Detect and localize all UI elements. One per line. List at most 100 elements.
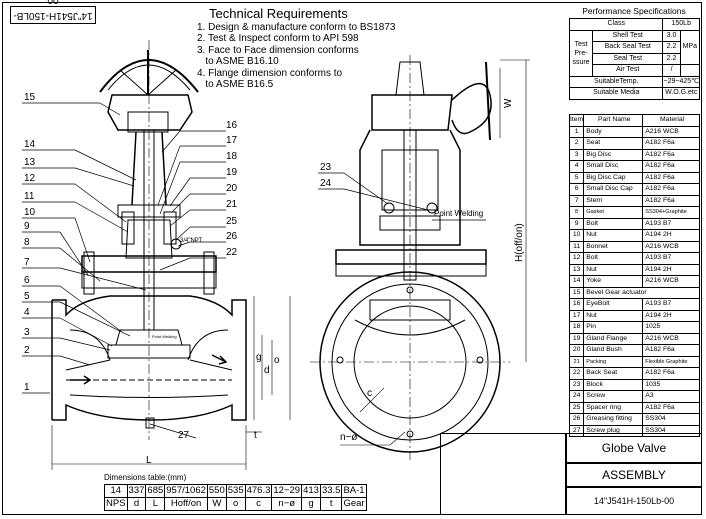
material: SS304 bbox=[642, 413, 700, 426]
bonnet bbox=[125, 219, 173, 259]
callout-14: 14 bbox=[24, 139, 36, 150]
performance-table: Class 150Lb Test Pre- ssure Shell Test 3… bbox=[568, 18, 701, 100]
requirement-line: 4. Flange dimension conforms to bbox=[197, 67, 343, 79]
item-number: 12 bbox=[568, 252, 585, 265]
item-number: 25 bbox=[568, 401, 585, 414]
dimension-value: 337 bbox=[126, 484, 147, 498]
material: A182 F6a bbox=[642, 160, 700, 173]
callout-21: 21 bbox=[226, 199, 238, 210]
item-number: 7 bbox=[568, 194, 585, 207]
part-name: EyeBolt bbox=[583, 298, 644, 311]
material: SS304+Graphite bbox=[642, 206, 700, 219]
part-name: Big Disc bbox=[583, 148, 644, 161]
callout-10: 10 bbox=[24, 207, 36, 218]
part-name: Bolt bbox=[583, 217, 644, 230]
material: A216 WCB bbox=[642, 240, 700, 253]
callout-1: 1 bbox=[24, 382, 30, 393]
air-test-value: / bbox=[662, 64, 681, 77]
body-cavity bbox=[69, 329, 229, 398]
dimension-header: g bbox=[301, 497, 321, 511]
part-name: Gland Bush bbox=[583, 344, 644, 357]
material: 1035 bbox=[642, 378, 700, 391]
pressure-unit: MPa bbox=[679, 29, 701, 65]
part-name: Bonnet bbox=[583, 240, 644, 253]
empty-cell bbox=[679, 64, 701, 77]
part-name: Greasing fitting bbox=[583, 413, 644, 426]
material: 1025 bbox=[642, 321, 700, 334]
media-value: W.O.G.etc bbox=[662, 87, 700, 100]
dim-g-label: g bbox=[256, 352, 262, 363]
header-part: Part Name bbox=[583, 114, 644, 127]
nphi-leader bbox=[389, 431, 406, 446]
part-name: Gland Flange bbox=[583, 332, 644, 345]
block-side bbox=[383, 202, 395, 214]
material: A193 B7 bbox=[642, 252, 700, 265]
title-type: ASSEMBLY bbox=[566, 463, 702, 487]
callout-3: 3 bbox=[24, 327, 30, 338]
leader-24 bbox=[343, 188, 429, 211]
side-view bbox=[310, 55, 530, 460]
dimension-header: n−ø bbox=[271, 497, 303, 511]
requirement-line: 1. Design & manufacture conform to BS187… bbox=[197, 21, 396, 33]
performance-title: Performance Specifications bbox=[582, 6, 686, 16]
material: A193 B7 bbox=[642, 217, 700, 230]
requirement-line: 2. Test & Inspect conform to API 598 bbox=[197, 33, 359, 44]
block-side bbox=[426, 202, 438, 214]
callout-15: 15 bbox=[24, 92, 36, 103]
item-number: 5 bbox=[568, 171, 585, 184]
part-name: Packing bbox=[583, 355, 644, 368]
gear-housing-side bbox=[371, 94, 453, 131]
title-block-blank bbox=[440, 433, 566, 515]
item-number: 18 bbox=[568, 321, 585, 334]
seat-lines bbox=[65, 359, 233, 371]
callout-12: 12 bbox=[24, 173, 36, 184]
gearbox bbox=[107, 94, 193, 131]
dimension-header: NPS bbox=[104, 497, 128, 511]
yoke-leg bbox=[131, 131, 137, 206]
callout-16: 16 bbox=[226, 120, 238, 131]
item-number: 17 bbox=[568, 309, 585, 322]
callout-7: 7 bbox=[24, 257, 30, 268]
material: A182 F6a bbox=[642, 194, 700, 207]
item-number: 9 bbox=[568, 217, 585, 230]
thread-note: 3/4"NPT bbox=[180, 238, 203, 244]
material: A216 WCB bbox=[642, 275, 700, 288]
part-name: Screw bbox=[583, 390, 644, 403]
dimension-value: BA-1 bbox=[341, 484, 367, 498]
callout-17: 17 bbox=[226, 135, 238, 146]
dimension-value: 550 bbox=[206, 484, 227, 498]
technical-requirements: Technical Requirements 1. Design & manuf… bbox=[197, 7, 396, 91]
material: A182 F6a bbox=[642, 344, 700, 357]
material: A182 F6a bbox=[642, 183, 700, 196]
disc-side bbox=[369, 299, 451, 321]
dimension-header: Hoff/on bbox=[164, 497, 208, 511]
item-number: 21 bbox=[568, 355, 585, 368]
part-name: Stem bbox=[583, 194, 644, 207]
handwheel-spoke bbox=[119, 69, 149, 96]
part-name: Block bbox=[583, 378, 644, 391]
body-bolt-left bbox=[83, 251, 95, 295]
front-view bbox=[51, 40, 291, 470]
shell-test-value: 3.0 bbox=[662, 29, 681, 42]
item-number: 20 bbox=[568, 344, 585, 357]
material: A194 2H bbox=[642, 263, 700, 276]
disc-cap bbox=[115, 329, 183, 346]
screw-plug bbox=[145, 417, 155, 429]
callout-20: 20 bbox=[226, 183, 238, 194]
item-number: 19 bbox=[568, 332, 585, 345]
callout-23: 23 bbox=[320, 162, 332, 173]
part-name: Small Disc Cap bbox=[583, 183, 644, 196]
material: A216 WCB bbox=[642, 332, 700, 345]
